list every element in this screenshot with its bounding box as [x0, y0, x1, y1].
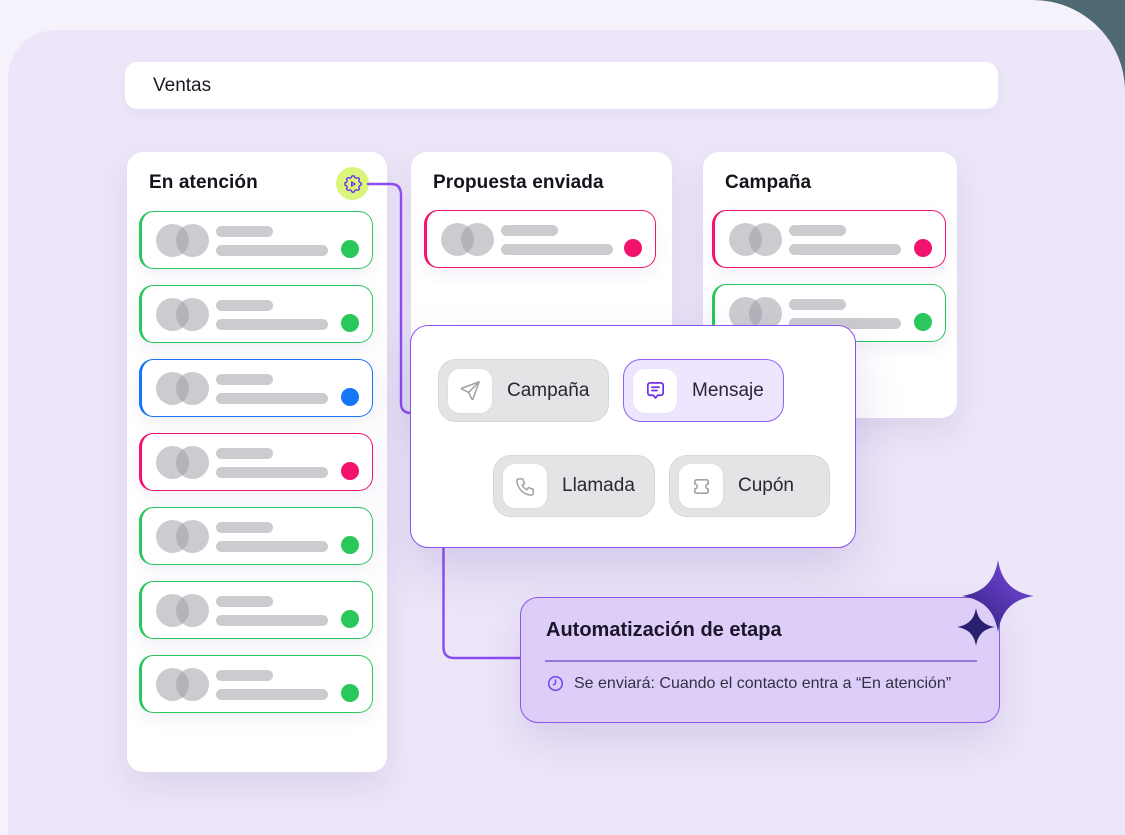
contact-card[interactable]	[139, 285, 373, 343]
status-dot	[914, 313, 932, 331]
clock-icon	[547, 675, 564, 692]
action-button-mensaje[interactable]: Mensaje	[623, 359, 784, 422]
status-dot	[341, 684, 359, 702]
status-dot	[914, 239, 932, 257]
phone-icon	[503, 464, 547, 508]
automation-panel: Automatización de etapa Se enviará: Cuan…	[520, 597, 1000, 723]
skeleton-line	[501, 244, 613, 255]
contact-card[interactable]	[139, 507, 373, 565]
sparkle-stars-icon	[957, 560, 1034, 646]
contact-card[interactable]	[139, 211, 373, 269]
contact-card[interactable]	[424, 210, 656, 268]
stage-automation-gear-icon[interactable]	[336, 167, 369, 200]
avatar	[156, 668, 209, 701]
status-dot	[341, 388, 359, 406]
status-dot	[341, 610, 359, 628]
kanban-column-en-atencion: En atención	[127, 152, 387, 772]
contact-card[interactable]	[712, 284, 946, 342]
avatar	[156, 594, 209, 627]
skeleton-line	[789, 318, 901, 329]
skeleton-line	[216, 522, 273, 533]
action-label: Llamada	[562, 475, 635, 496]
contact-card[interactable]	[139, 581, 373, 639]
contact-card[interactable]	[139, 433, 373, 491]
status-dot	[341, 314, 359, 332]
contact-card[interactable]	[712, 210, 946, 268]
avatar	[729, 297, 782, 330]
skeleton-line	[216, 448, 273, 459]
status-dot	[341, 536, 359, 554]
automation-trigger-text: Se enviará: Cuando el contacto entra a “…	[574, 674, 952, 692]
avatar	[156, 446, 209, 479]
skeleton-line	[216, 393, 328, 404]
contact-card[interactable]	[139, 359, 373, 417]
skeleton-line	[216, 374, 273, 385]
avatar	[729, 223, 782, 256]
card-list	[139, 211, 373, 713]
status-dot	[341, 462, 359, 480]
skeleton-line	[789, 225, 846, 236]
ticket-icon	[679, 464, 723, 508]
skeleton-line	[216, 226, 273, 237]
action-button-llamada[interactable]: Llamada	[493, 455, 655, 517]
skeleton-line	[216, 245, 328, 256]
skeleton-line	[216, 467, 328, 478]
skeleton-line	[216, 319, 328, 330]
skeleton-line	[216, 615, 328, 626]
skeleton-line	[216, 596, 273, 607]
automation-action-popup: Campaña Mensaje Llamada	[410, 325, 856, 548]
action-button-campana[interactable]: Campaña	[438, 359, 609, 422]
avatar	[441, 223, 494, 256]
card-list	[712, 210, 946, 342]
automation-panel-title: Automatización de etapa	[546, 619, 782, 641]
avatar	[156, 372, 209, 405]
column-title: Propuesta enviada	[433, 172, 604, 193]
skeleton-line	[789, 299, 846, 310]
contact-card[interactable]	[139, 655, 373, 713]
message-icon	[633, 368, 677, 413]
avatar	[156, 224, 209, 257]
column-title: Campaña	[725, 172, 812, 193]
funnel-title: Ventas	[153, 74, 212, 96]
skeleton-line	[789, 244, 901, 255]
skeleton-line	[216, 300, 273, 311]
panel-divider	[545, 660, 977, 662]
status-dot	[341, 240, 359, 258]
funnel-title-bar[interactable]: Ventas	[125, 62, 998, 109]
skeleton-line	[501, 225, 558, 236]
skeleton-line	[216, 670, 273, 681]
column-title: En atención	[149, 172, 258, 193]
card-list	[424, 210, 656, 268]
skeleton-line	[216, 689, 328, 700]
action-label: Cupón	[738, 475, 794, 496]
skeleton-line	[216, 541, 328, 552]
action-button-cupon[interactable]: Cupón	[669, 455, 830, 517]
action-label: Mensaje	[692, 379, 764, 401]
action-label: Campaña	[507, 379, 590, 401]
send-icon	[448, 368, 492, 413]
avatar	[156, 520, 209, 553]
status-dot	[624, 239, 642, 257]
avatar	[156, 298, 209, 331]
